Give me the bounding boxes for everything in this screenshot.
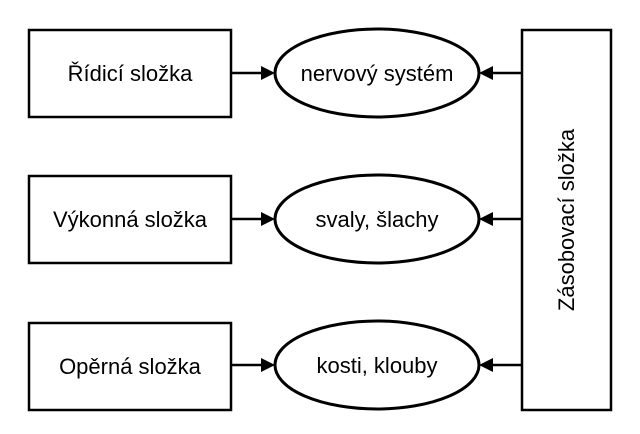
arrow-zasobovaci-to-svaly-head: [479, 212, 493, 226]
box-zasobovaci-slozka-label: Zásobovací složka: [554, 128, 579, 311]
box-vykonna-slozka-label: Výkonná složka: [53, 207, 208, 232]
ellipse-svaly-slachy-label: svaly, šlachy: [315, 207, 438, 232]
arrow-ridici-to-nervovy-head: [261, 66, 275, 80]
arrow-operna-to-kosti-head: [261, 358, 275, 372]
box-ridici-slozka: [27, 28, 233, 119]
arrow-zasobovaci-to-nervovy-head: [479, 66, 493, 80]
box-operna-slozka: [27, 321, 233, 412]
box-vykonna-slozka: [27, 174, 233, 265]
box-operna-slozka-label: Opěrná složka: [59, 354, 202, 379]
ellipse-nervovy-system-label: nervový systém: [301, 61, 454, 86]
box-zasobovaci-slozka: [520, 28, 613, 412]
box-ridici-slozka-label: Řídicí složka: [68, 61, 193, 86]
arrow-zasobovaci-to-kosti-head: [479, 358, 493, 372]
arrow-vykonna-to-svaly-head: [261, 212, 275, 226]
ellipse-kosti-klouby-label: kosti, klouby: [316, 353, 437, 378]
